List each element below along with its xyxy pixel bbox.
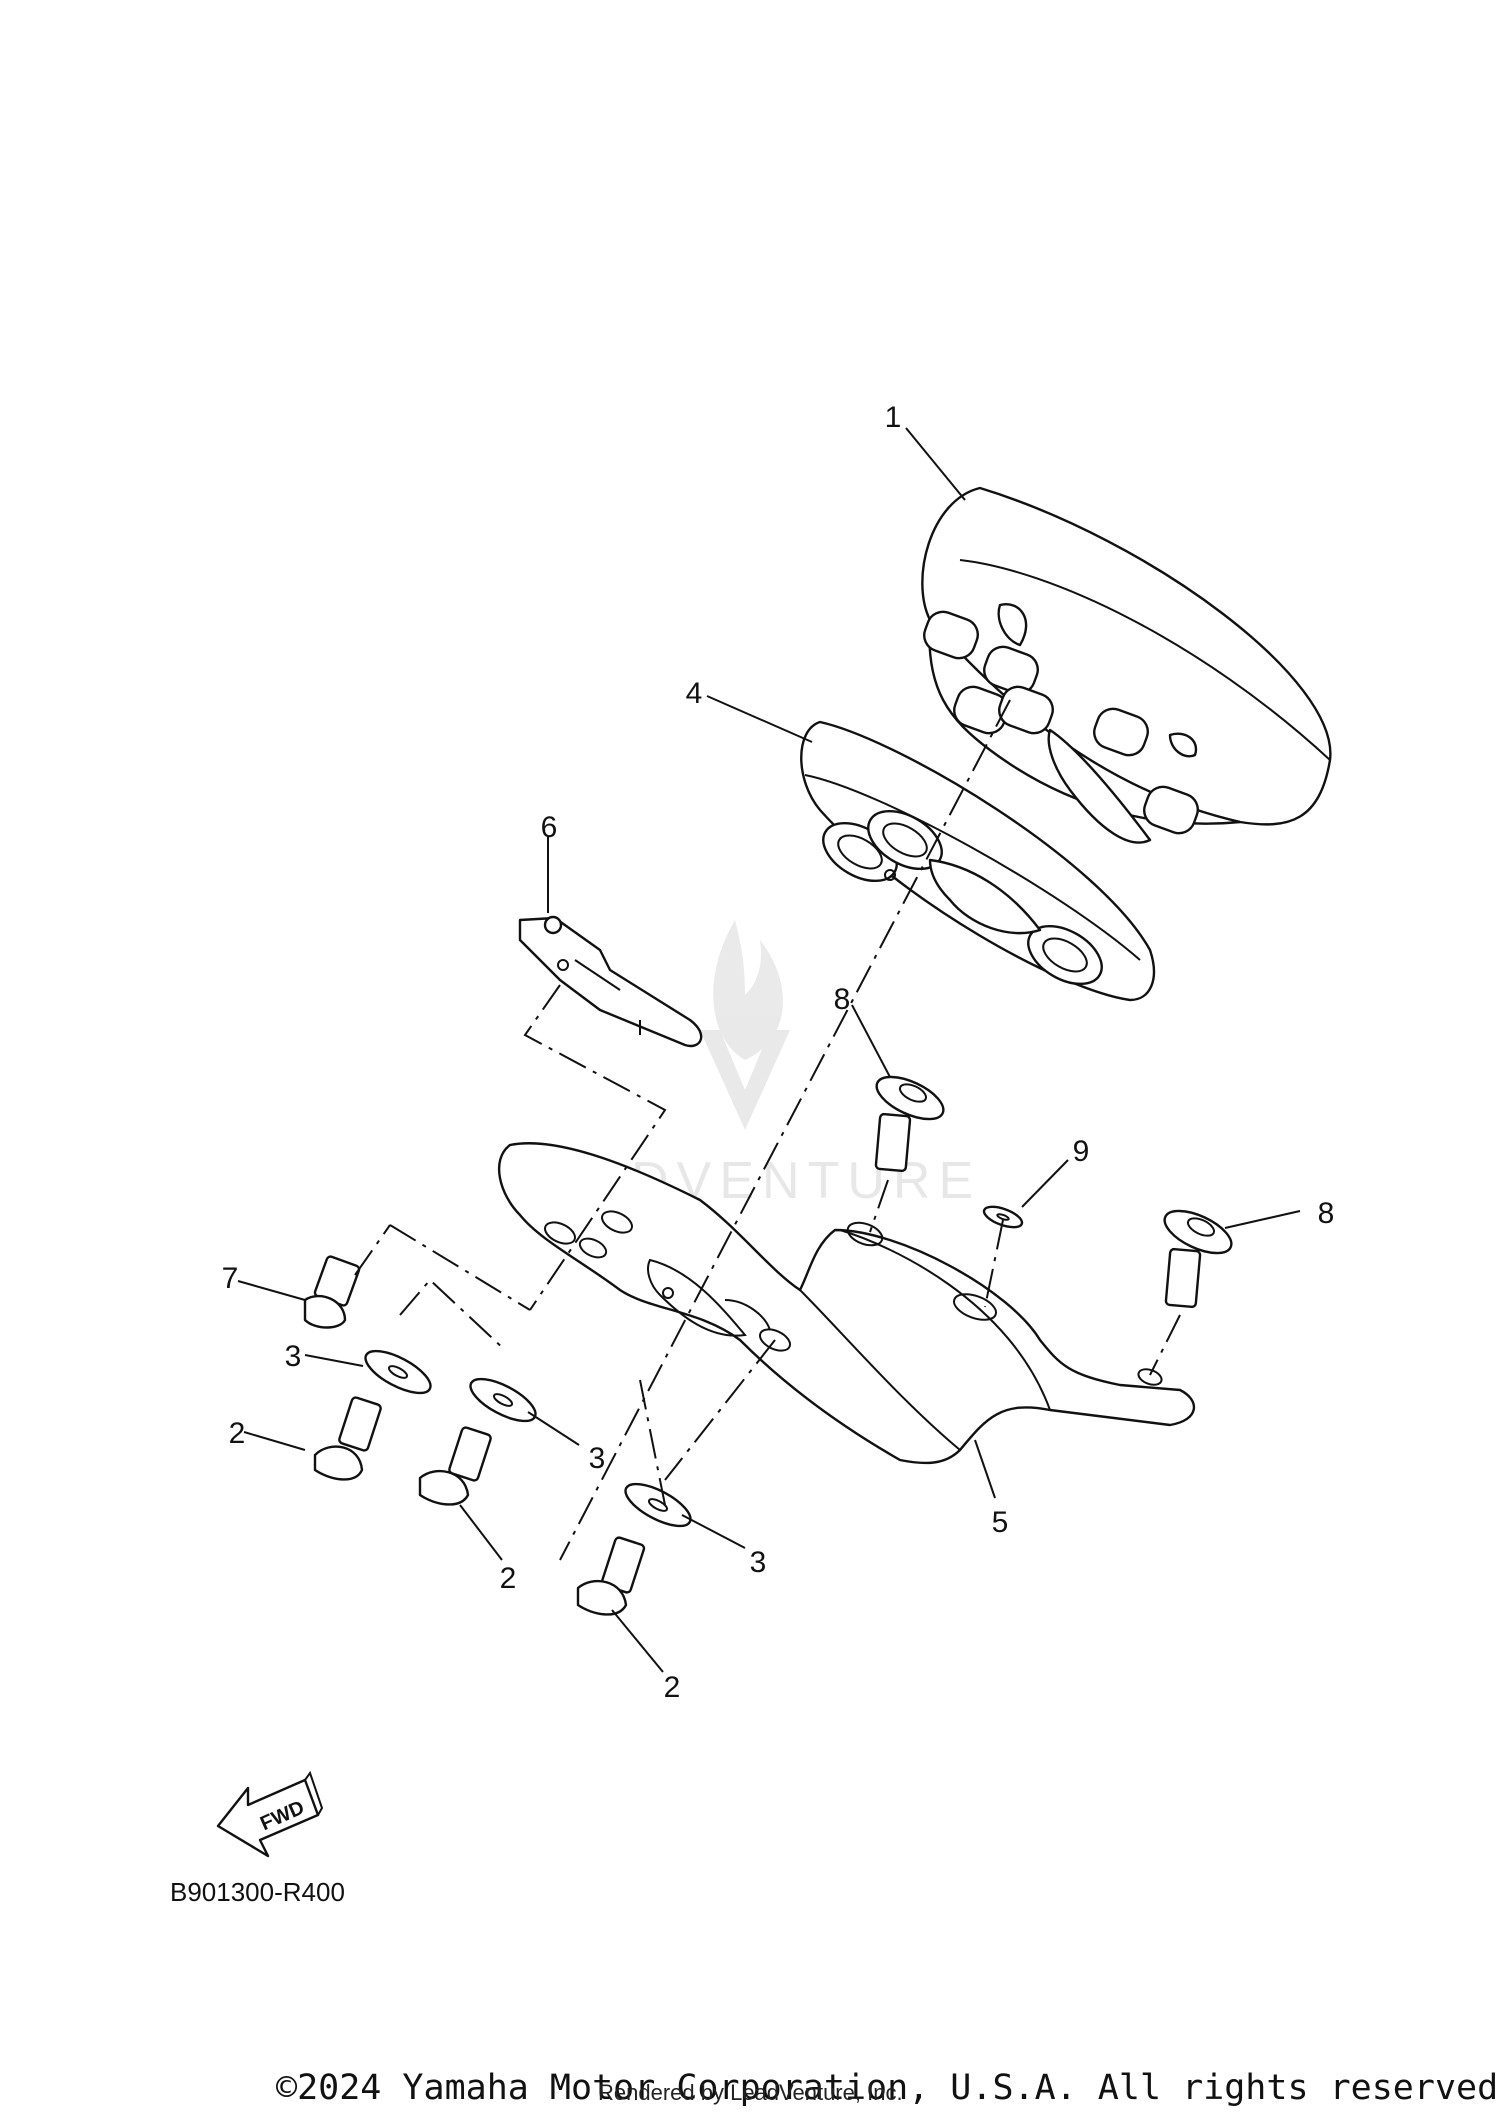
bolt xyxy=(313,1396,382,1481)
holder-plate xyxy=(800,720,1156,1002)
washer xyxy=(624,1482,692,1528)
alignment-lines xyxy=(354,699,1181,1561)
callout-3: 3 xyxy=(285,1340,302,1373)
callout-6: 6 xyxy=(541,811,558,844)
meter-bracket xyxy=(497,1142,1196,1465)
bolt xyxy=(874,1075,945,1173)
washer xyxy=(469,1377,537,1423)
callout-2: 2 xyxy=(229,1417,246,1450)
callout-labels: 1 4 6 8 9 8 7 3 3 2 2 3 2 5 xyxy=(222,401,1335,1704)
callout-2: 2 xyxy=(500,1562,517,1595)
copyright-notice: ©2024 Yamaha Motor Corporation, U.S.A. A… xyxy=(276,2068,1500,2108)
bolt xyxy=(1163,1209,1233,1309)
diagram-code: B901300-R400 xyxy=(170,1877,345,1907)
callout-2: 2 xyxy=(664,1671,681,1704)
washer-small xyxy=(982,1205,1024,1229)
callout-8: 8 xyxy=(834,983,851,1016)
watermark-logo xyxy=(700,920,790,1130)
callout-1: 1 xyxy=(885,401,902,434)
bolt xyxy=(303,1255,361,1329)
callout-8: 8 xyxy=(1318,1197,1335,1230)
bracket-clip xyxy=(518,915,703,1048)
rendered-by-credit: Rendered by LeadVenture, Inc. xyxy=(598,2080,903,2105)
callout-9: 9 xyxy=(1073,1135,1090,1168)
callout-3: 3 xyxy=(750,1546,767,1579)
meter-assembly xyxy=(921,486,1332,844)
washer xyxy=(364,1349,432,1395)
bolt xyxy=(576,1536,646,1616)
bolt xyxy=(418,1426,492,1506)
fwd-arrow-icon: FWD xyxy=(216,1770,324,1858)
callout-3: 3 xyxy=(589,1442,606,1475)
callout-5: 5 xyxy=(992,1506,1009,1539)
callout-4: 4 xyxy=(686,677,703,710)
leader-lines xyxy=(237,427,1301,1673)
callout-7: 7 xyxy=(222,1262,239,1295)
